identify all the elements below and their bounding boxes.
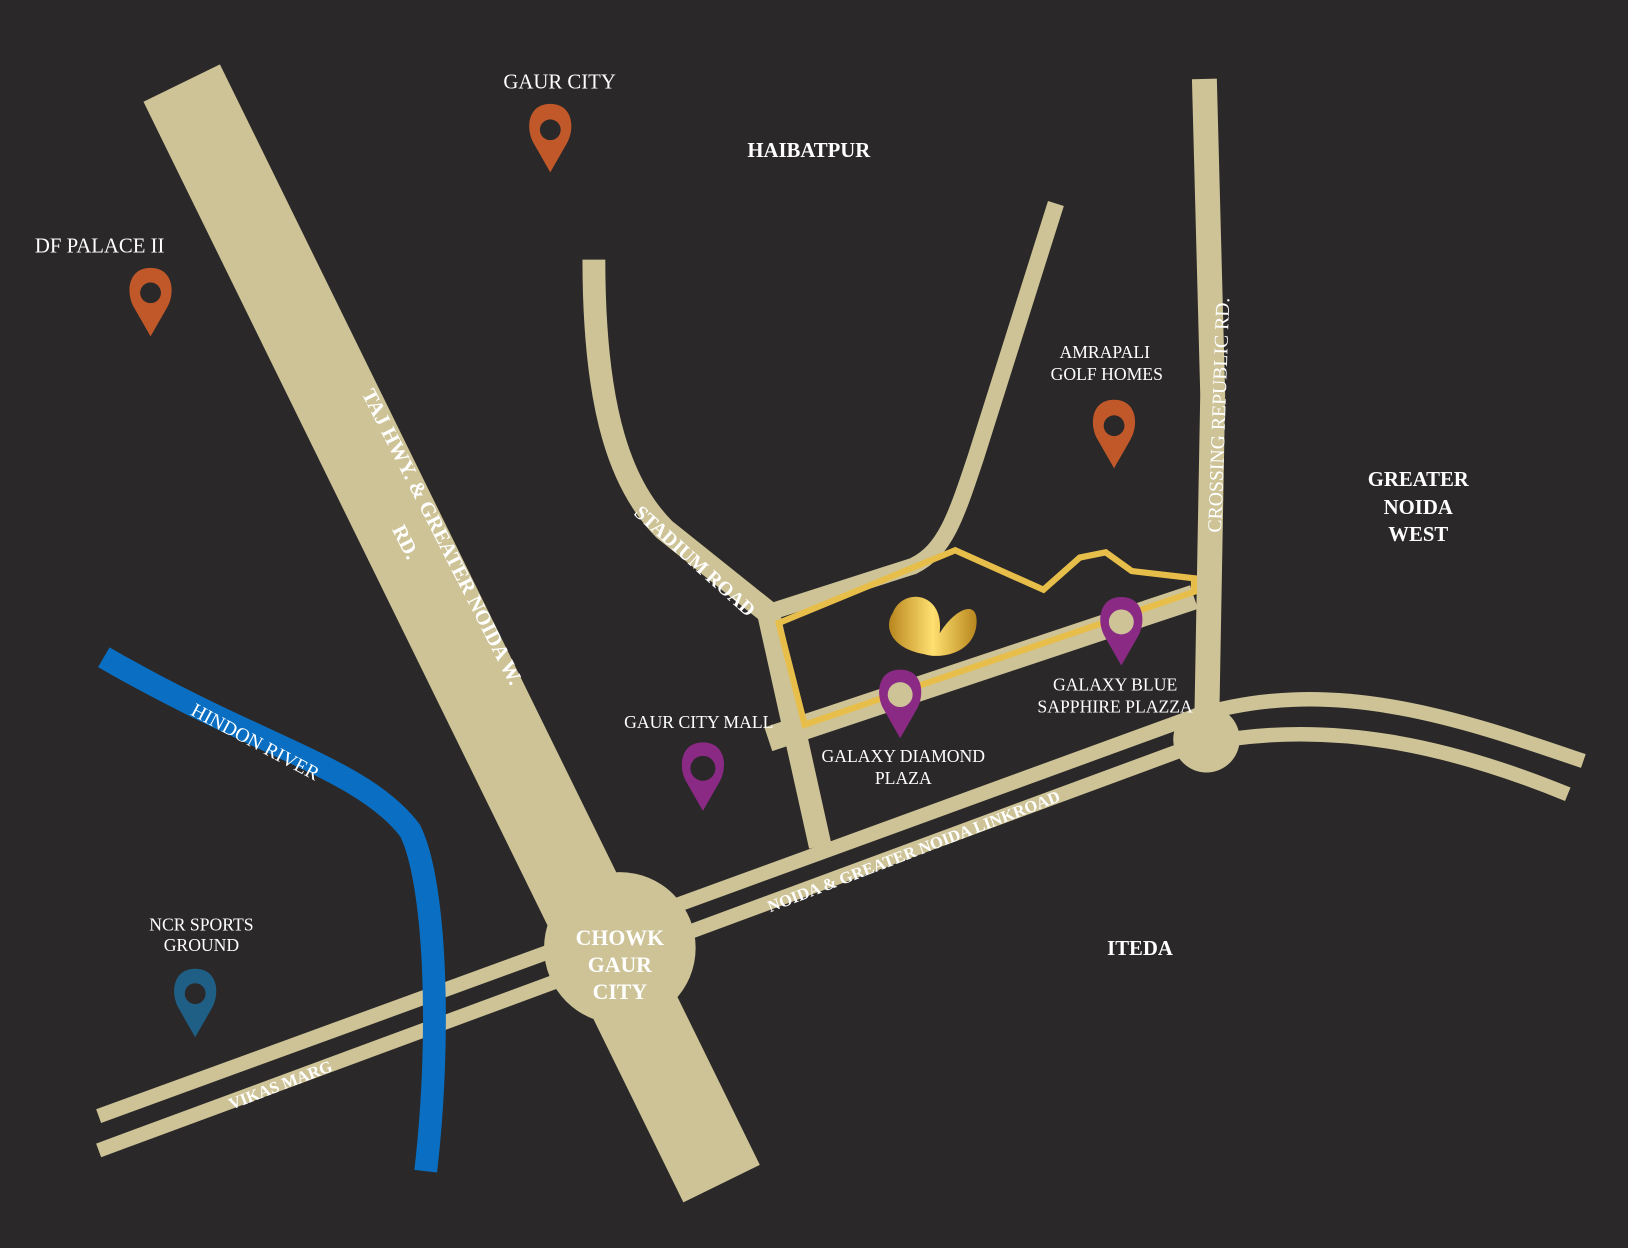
chowk-label-2: GAUR — [588, 953, 652, 977]
area-haibatpur: HAIBATPUR — [747, 140, 871, 162]
label-diamond: GALAXY DIAMOND — [822, 746, 986, 766]
label-gaur-city: GAUR CITY — [503, 71, 615, 93]
label-ncr: NCR SPORTS — [149, 914, 253, 934]
linkroad-top — [96, 692, 1586, 1123]
chowk-label-3: CITY — [593, 980, 648, 1004]
area-gnw-3: WEST — [1388, 524, 1448, 546]
label-sapphire-2: SAPPHIRE PLAZZA — [1037, 696, 1193, 716]
project-boundary — [775, 546, 1198, 729]
chowk-label: CHOWK — [576, 926, 664, 950]
label-amrapali-2: GOLF HOMES — [1051, 364, 1163, 384]
area-iteda: ITEDA — [1107, 938, 1173, 960]
hindon-river — [98, 647, 446, 1173]
stadium-road — [582, 259, 832, 849]
label-df-palace: DF PALACE II — [35, 235, 165, 257]
crossing-republic-road — [1191, 78, 1226, 740]
chowk-roundabout — [544, 872, 696, 1024]
project-logo-icon — [889, 596, 977, 656]
area-gnw-2: NOIDA — [1384, 497, 1453, 519]
label-ncr-2: GROUND — [164, 935, 240, 955]
label-amrapali: AMRAPALI — [1059, 342, 1150, 362]
area-gnw: GREATER — [1368, 469, 1470, 491]
label-sapphire: GALAXY BLUE — [1053, 674, 1177, 694]
label-diamond-2: PLAZA — [875, 768, 932, 788]
label-gaur-mall: GAUR CITY MALL — [624, 712, 773, 732]
